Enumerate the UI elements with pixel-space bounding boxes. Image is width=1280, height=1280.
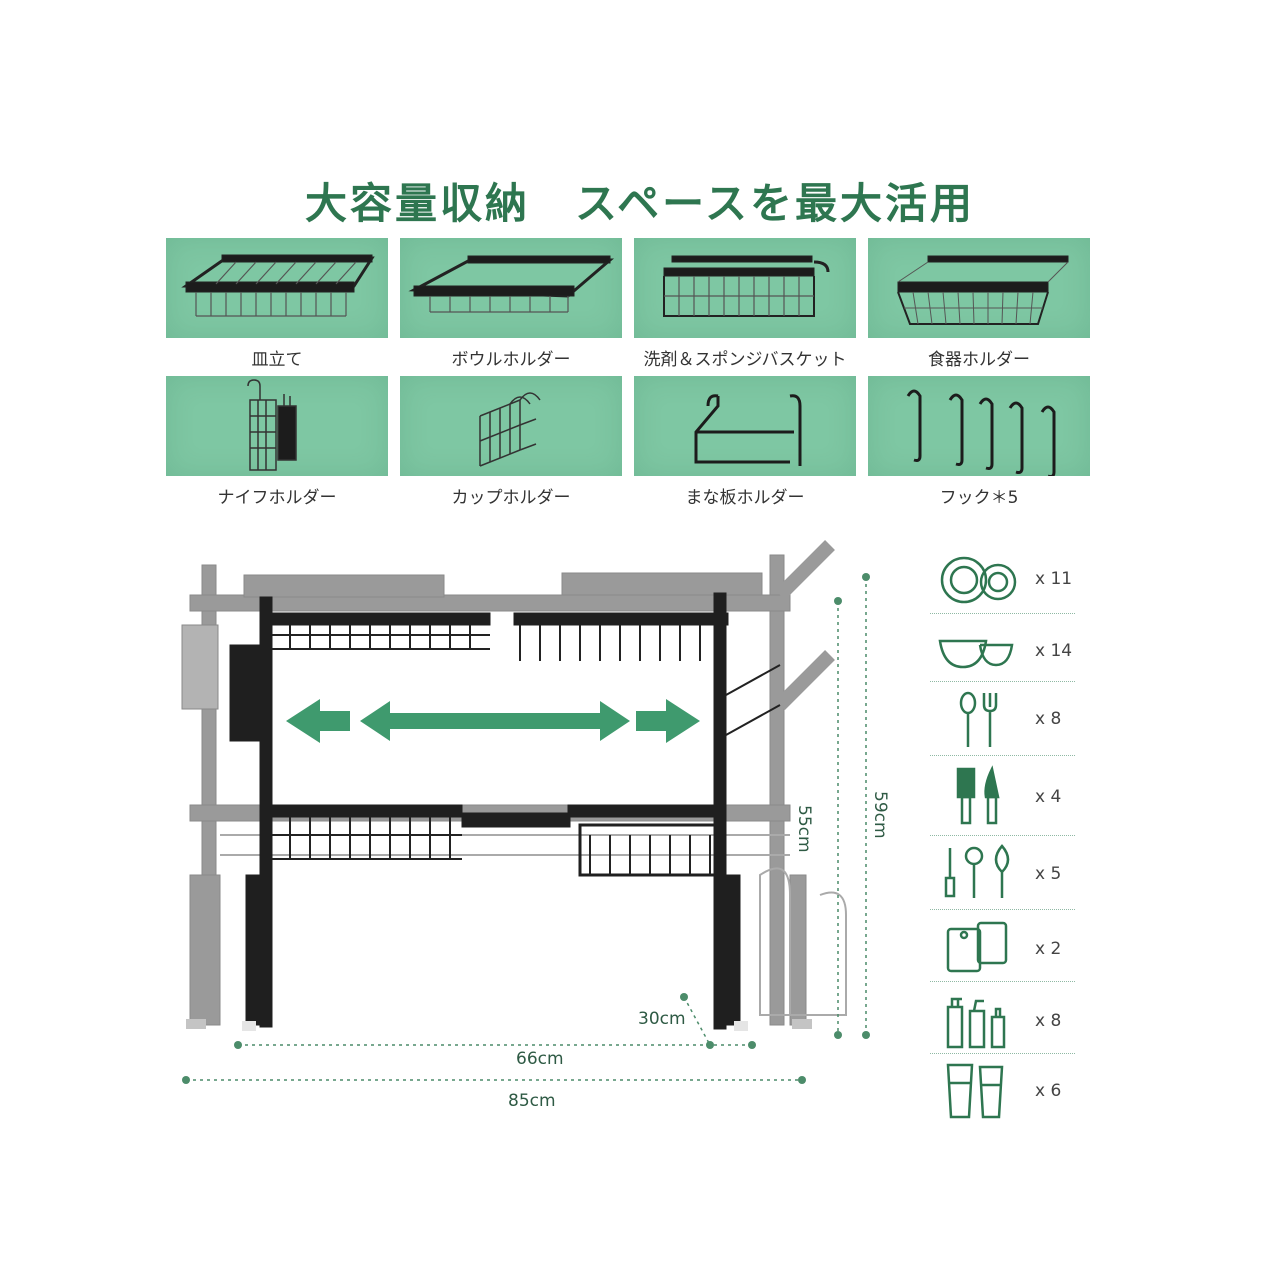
accessory-knife-holder: ナイフホルダー: [166, 376, 388, 508]
capacity-qty: x 4: [1035, 787, 1062, 807]
plates-icon: [940, 556, 1017, 604]
bowls-icon: [938, 639, 1014, 669]
capacity-qty: x 8: [1035, 1011, 1062, 1031]
rack-illustration: [181, 540, 870, 1084]
accessory-label: 皿立て: [251, 350, 303, 370]
accessory-label: 食器ホルダー: [928, 350, 1030, 370]
capacity-qty: x 8: [1035, 709, 1062, 729]
bottles-icon: [946, 997, 1006, 1049]
separator: [930, 681, 1075, 682]
separator: [930, 981, 1075, 982]
sponge-basket-icon: [634, 238, 856, 338]
separator: [930, 835, 1075, 836]
accessory-label: カップホルダー: [451, 488, 571, 508]
cup-holder-icon: [400, 376, 622, 476]
height-high-dimension: 59cm: [870, 791, 890, 839]
height-low-dimension: 55cm: [794, 805, 814, 853]
capacity-qty: x 11: [1035, 569, 1073, 589]
knives-icon: [956, 765, 1000, 825]
knife-holder-icon: [166, 376, 388, 476]
outer-width-dimension: 85cm: [508, 1091, 556, 1111]
capacity-bowls: x 14: [930, 617, 1080, 687]
capacity-qty: x 14: [1035, 641, 1073, 661]
page-title: 大容量収納 スペースを最大活用: [305, 179, 975, 228]
separator: [930, 755, 1075, 756]
expand-arrow: [286, 699, 700, 743]
dish-rack-icon: [166, 238, 388, 338]
inner-width-dimension: 66cm: [516, 1049, 564, 1069]
capacity-plates: x 11: [930, 545, 1080, 615]
capacity-bottles: x 8: [930, 987, 1080, 1057]
accessory-label: フック＊5: [939, 488, 1019, 508]
accessory-hooks: フック＊5: [868, 376, 1090, 508]
kitchen-tools-icon: [944, 844, 1010, 898]
capacity-tools: x 5: [930, 840, 1080, 910]
accessory-cup-holder: カップホルダー: [400, 376, 622, 508]
capacity-qty: x 2: [1035, 939, 1062, 959]
rack-diagram: 30cm 66cm 85cm 55cm 59cm: [150, 535, 900, 1139]
accessory-dish-rack: 皿立て: [166, 238, 388, 370]
cutting-boards-icon: [946, 921, 1008, 973]
cups-icon: [946, 1063, 1004, 1119]
capacity-utensils: x 8: [930, 685, 1080, 755]
bowl-holder-icon: [400, 238, 622, 338]
accessory-label: まな板ホルダー: [685, 488, 805, 508]
accessory-label: ボウルホルダー: [451, 350, 571, 370]
accessory-sponge-basket: 洗剤＆スポンジバスケット: [634, 238, 856, 370]
capacity-cups: x 6: [930, 1057, 1080, 1127]
accessory-bowl-holder: ボウルホルダー: [400, 238, 622, 370]
accessory-label: 洗剤＆スポンジバスケット: [643, 350, 847, 370]
capacity-qty: x 6: [1035, 1081, 1062, 1101]
depth-dimension: 30cm: [638, 1009, 686, 1029]
capacity-knives: x 4: [930, 763, 1080, 833]
hooks-icon: [868, 376, 1090, 476]
capacity-boards: x 2: [930, 915, 1080, 985]
separator: [930, 909, 1075, 910]
accessory-utensil-basket: 食器ホルダー: [868, 238, 1090, 370]
utensil-basket-icon: [868, 238, 1090, 338]
cutting-board-holder-icon: [634, 376, 856, 476]
capacity-qty: x 5: [1035, 864, 1062, 884]
separator: [930, 1053, 1075, 1054]
accessory-label: ナイフホルダー: [217, 488, 337, 508]
spoon-fork-icon: [959, 691, 998, 747]
separator: [930, 613, 1075, 614]
accessory-cutting-board-holder: まな板ホルダー: [634, 376, 856, 508]
